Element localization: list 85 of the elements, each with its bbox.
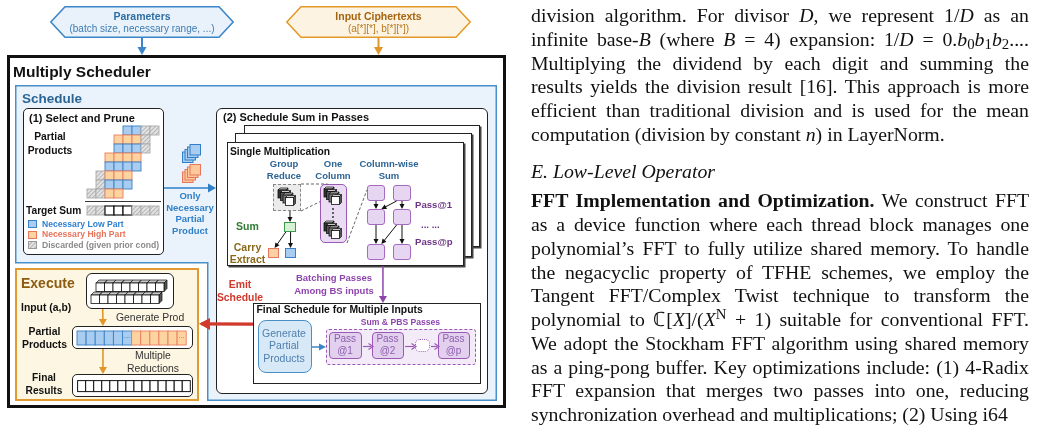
- arrow: [374, 37, 383, 55]
- pass-square: [367, 209, 385, 225]
- connector-line: [300, 183, 329, 185]
- arrow: [399, 200, 405, 209]
- step-panel: [216, 108, 488, 394]
- ellipsis-text: ... ...: [421, 219, 440, 231]
- legend-label: Necessary High Part: [42, 229, 126, 240]
- panel-title: Final Schedule for Multiple Inputs: [256, 304, 423, 315]
- side-label: Partial Products: [20, 324, 68, 351]
- panel-title: Schedule: [22, 91, 83, 107]
- process-box: [257, 319, 312, 373]
- column-header: Column-wise Sum: [358, 157, 420, 182]
- sum-square: [284, 222, 296, 232]
- legend-label: Discarded (given prior cond): [42, 239, 159, 251]
- body-paragraph: division algorithm. For divisor D, we represent 1/D as an infinite base-B (where B = 4) expansion: 1/D = 0.b$_{0}$b$_{1}$b$_{2}$.... Multiplying the dividend by each digit and summing the results yields the division result [16]. This approach is more efficient than traditional division and is used for the mean computation (division by constant n) in LayerNorm.: [531, 4, 1029, 147]
- arrow: [362, 342, 374, 351]
- input-box: [86, 273, 174, 309]
- section-heading: E. Low-Level Operator: [531, 159, 717, 184]
- arrow: [288, 231, 294, 248]
- multiplication-card: [227, 142, 464, 266]
- hexagon-title: Input Ciphertexts: [335, 10, 422, 22]
- pass-label: Pass @2: [375, 333, 400, 357]
- arrow: [373, 200, 379, 209]
- connector-line: [300, 201, 321, 212]
- legend-label: Necessary Low Part: [42, 218, 124, 230]
- arrow: [373, 224, 379, 244]
- row-label: Partial Products: [26, 130, 74, 158]
- arrow: [381, 200, 398, 209]
- ellipsis-text: ...: [122, 329, 132, 342]
- arrow: [274, 231, 287, 248]
- panel-title: (1) Select and Prune: [29, 111, 135, 125]
- side-label: Carry Extract: [228, 240, 267, 266]
- carry-square: [268, 248, 279, 258]
- arrow: [378, 265, 387, 303]
- side-label: Sum: [236, 220, 259, 232]
- pass-square: [393, 244, 411, 260]
- hexagon-node: [286, 6, 471, 38]
- pass-label: Pass@1: [415, 199, 453, 211]
- side-label: Input (a,b): [21, 301, 72, 314]
- pass-square: [367, 185, 385, 201]
- arrow: [98, 308, 107, 326]
- column-header: Group Reduce: [265, 157, 303, 182]
- arrow: [404, 342, 417, 351]
- pass-label: Pass @p: [441, 333, 466, 357]
- hexagon-subtitle: (batch size, necessary range, ...): [69, 23, 215, 35]
- arrow: [163, 183, 216, 193]
- execute-panel: [15, 268, 199, 401]
- pass-square: [393, 185, 411, 201]
- edge-label: Only Necessary Partial Product: [165, 190, 215, 237]
- arrow: [311, 343, 326, 351]
- arrow: [399, 224, 405, 244]
- arrow: [287, 210, 293, 222]
- card-title: Single Multiplication: [230, 146, 331, 157]
- row-label: Target Sum: [26, 203, 82, 217]
- body-paragraph: FFT Implementation and Optimization. We construct FFT as a device function where each thread block manages one polynomial’s FFT to fully utilize shared memory. To handle the negacyclic property of TFHE schemes, we employ the Tangent FFT/Complex Twist technique to transform the polynomial to ℂ[X]/(X$^{N}$ + 1) suitable for conventional FFT. We adopt the Stockham FFT algorithm using shared memory as a ping-pong buffer. Key optimizations include: (1) 4-Radix FFT expansion that merges two passes into one, reducing synchronization overhead and multiplications; (2) Using i64: [531, 189, 1029, 427]
- arrow: [137, 37, 147, 55]
- extract-square: [285, 248, 296, 258]
- hexagon-subtitle: (a[*][*], b[*][*]): [347, 23, 410, 35]
- pass-square: [393, 209, 411, 225]
- group-title: Sum & PBS Passes: [360, 317, 441, 327]
- pass-label: Pass @1: [332, 333, 358, 357]
- hexagon-node: [50, 6, 234, 38]
- edge-label: Batching Passes Among BS inputs: [293, 270, 375, 297]
- ellipsis-text: ...: [177, 329, 186, 342]
- dotted-ellipsis-box: [415, 339, 430, 352]
- partial-product-bar: [72, 326, 193, 349]
- side-label: Final Results: [24, 370, 64, 397]
- final-schedule-panel: [253, 303, 481, 384]
- panel-title: Execute: [21, 275, 75, 291]
- arrow: [430, 342, 440, 351]
- hexagon-title: Parameters: [113, 10, 171, 22]
- edge-label: Emit Schedule: [215, 277, 265, 304]
- arrow: [99, 348, 107, 374]
- panel-title: (2) Schedule Sum in Passes: [223, 110, 370, 124]
- connector-line: [346, 189, 368, 244]
- edge-label: Generate Prod: [116, 310, 185, 324]
- result-bar: [72, 374, 193, 397]
- edge-label: Multiple Reductions: [126, 348, 180, 375]
- process-label: Generate Partial Products: [261, 326, 307, 364]
- pass-square: [367, 244, 385, 260]
- arrow: [199, 317, 253, 330]
- frame-title: Multiply Scheduler: [13, 63, 151, 81]
- column-header: One Column: [314, 157, 352, 182]
- arrow: [381, 224, 398, 244]
- pass-label: Pass@p: [415, 236, 453, 248]
